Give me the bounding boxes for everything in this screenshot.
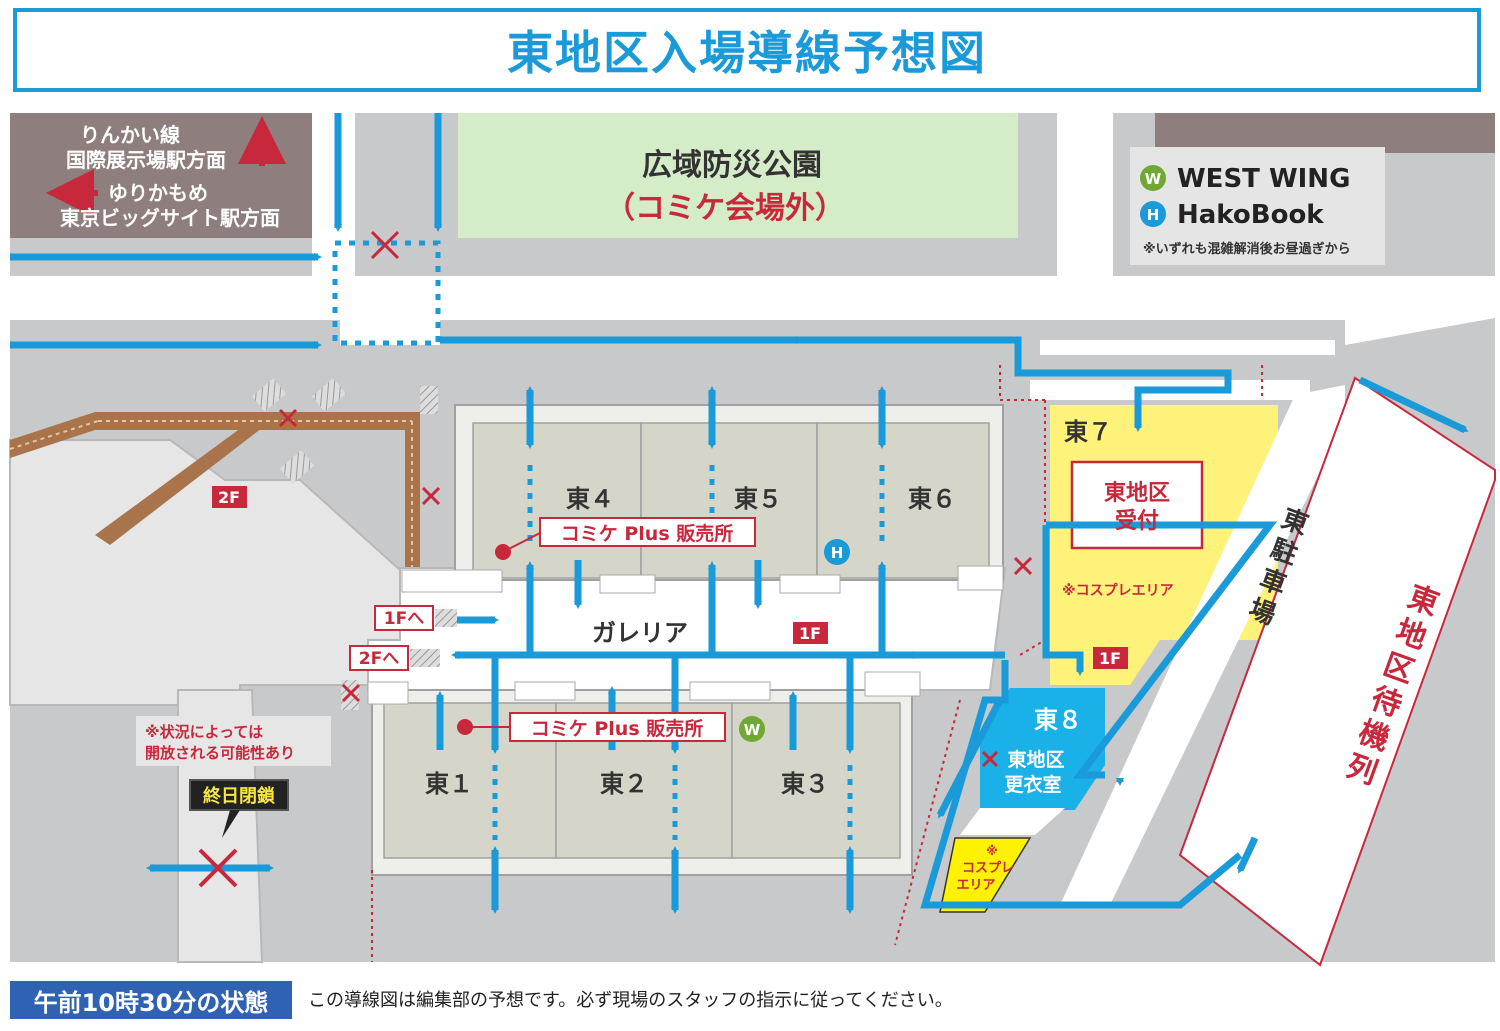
hall-e8-label: 東８ — [1034, 706, 1082, 734]
floor-1f-e7-label: 1F — [1099, 649, 1121, 668]
hall-e2-label: 東２ — [600, 770, 648, 798]
closed-label: 終日閉鎖 — [203, 785, 276, 807]
cosplay-small-area — [939, 837, 1032, 913]
maybe-open-line2: 開放される可能性あり — [145, 744, 295, 762]
hakobook-marker — [824, 539, 850, 565]
legend-box — [1130, 147, 1385, 265]
marker-h-letter: H — [831, 544, 844, 562]
cosplay-small-line3: エリア — [956, 878, 995, 893]
park-note: （コミケ会場外） — [605, 191, 845, 226]
galleria-label: ガレリア — [592, 619, 688, 647]
entry-routes — [10, 113, 1469, 909]
plus-upper-marker — [495, 544, 511, 560]
closed-x-icon — [198, 848, 238, 888]
to-2f-label: 2Fへ — [359, 649, 399, 669]
hall-e5 — [640, 422, 818, 579]
plus-upper-label: コミケ Plus 販売所 — [561, 522, 734, 545]
park-area — [458, 113, 1018, 238]
rinkai-direction: 国際展示場駅方面 — [66, 148, 226, 172]
cosplay-small-line2: コスプレ — [962, 861, 1014, 876]
legend-note: ※いずれも混雑解消後お昼過ぎから — [1143, 241, 1351, 257]
waiting-line-area — [1178, 376, 1496, 967]
reception-line1: 東地区 — [1104, 481, 1170, 506]
disclaimer-note: この導線図は編集部の予想です。必ず現場のスタッフの指示に従ってください。 — [308, 990, 953, 1011]
wooden-bridge — [10, 412, 420, 570]
legend-hakobook: HakoBook — [1177, 200, 1324, 230]
west-wing-marker — [739, 716, 765, 742]
floor-1f-label: 1F — [799, 624, 821, 643]
dressing-line2: 更衣室 — [1004, 773, 1061, 796]
dressing-line1: 東地区 — [1007, 748, 1064, 771]
floor-2f-label: 2F — [218, 488, 240, 507]
map-title-box: 東地区入場導線予想図 — [13, 8, 1481, 92]
hall-e1-label: 東１ — [425, 770, 473, 798]
closed-marks — [278, 230, 1033, 768]
east-parking — [1060, 385, 1345, 905]
legend-west-wing: WEST WING — [1177, 164, 1350, 194]
status-time-label: 午前10時30分の状態 — [10, 981, 292, 1019]
rinkai-line: りんかい線 — [80, 123, 180, 147]
legend-w-letter: W — [1145, 170, 1162, 188]
marker-w-letter: W — [744, 721, 761, 739]
hakobook-icon — [1140, 201, 1166, 227]
floor-1f-e7 — [1093, 647, 1128, 669]
west-wing-icon — [1140, 165, 1166, 191]
plus-lower-marker — [457, 719, 473, 735]
hall-e5-label: 東５ — [734, 485, 782, 513]
cosplay-e7-label: ※コスプレエリア — [1062, 583, 1174, 599]
legend-block-dark — [1155, 113, 1495, 153]
reception-box — [1070, 460, 1204, 550]
hall-e3-label: 東３ — [781, 770, 829, 798]
yurikamome-line: ゆりかもめ — [108, 181, 208, 205]
reception-line2: 受付 — [1115, 508, 1159, 534]
map-title: 東地区入場導線予想図 — [507, 26, 987, 80]
park-name: 広域防災公園 — [642, 148, 822, 183]
cosplay-small-line1: ※ — [986, 844, 998, 858]
hall-e6-label: 東６ — [908, 485, 956, 513]
maybe-open-line1: ※状況によっては — [145, 723, 263, 741]
legend-h-letter: H — [1147, 206, 1160, 224]
plus-lower-label: コミケ Plus 販売所 — [531, 717, 704, 740]
hall-e4-label: 東４ — [566, 485, 614, 513]
hall-e7-label: 東７ — [1064, 418, 1112, 446]
hall-e8 — [980, 688, 1105, 810]
yurikamome-direction: 東京ビッグサイト駅方面 — [60, 206, 280, 230]
to-1f-label: 1Fへ — [384, 609, 424, 629]
wooden-bridge-branch — [95, 425, 262, 545]
